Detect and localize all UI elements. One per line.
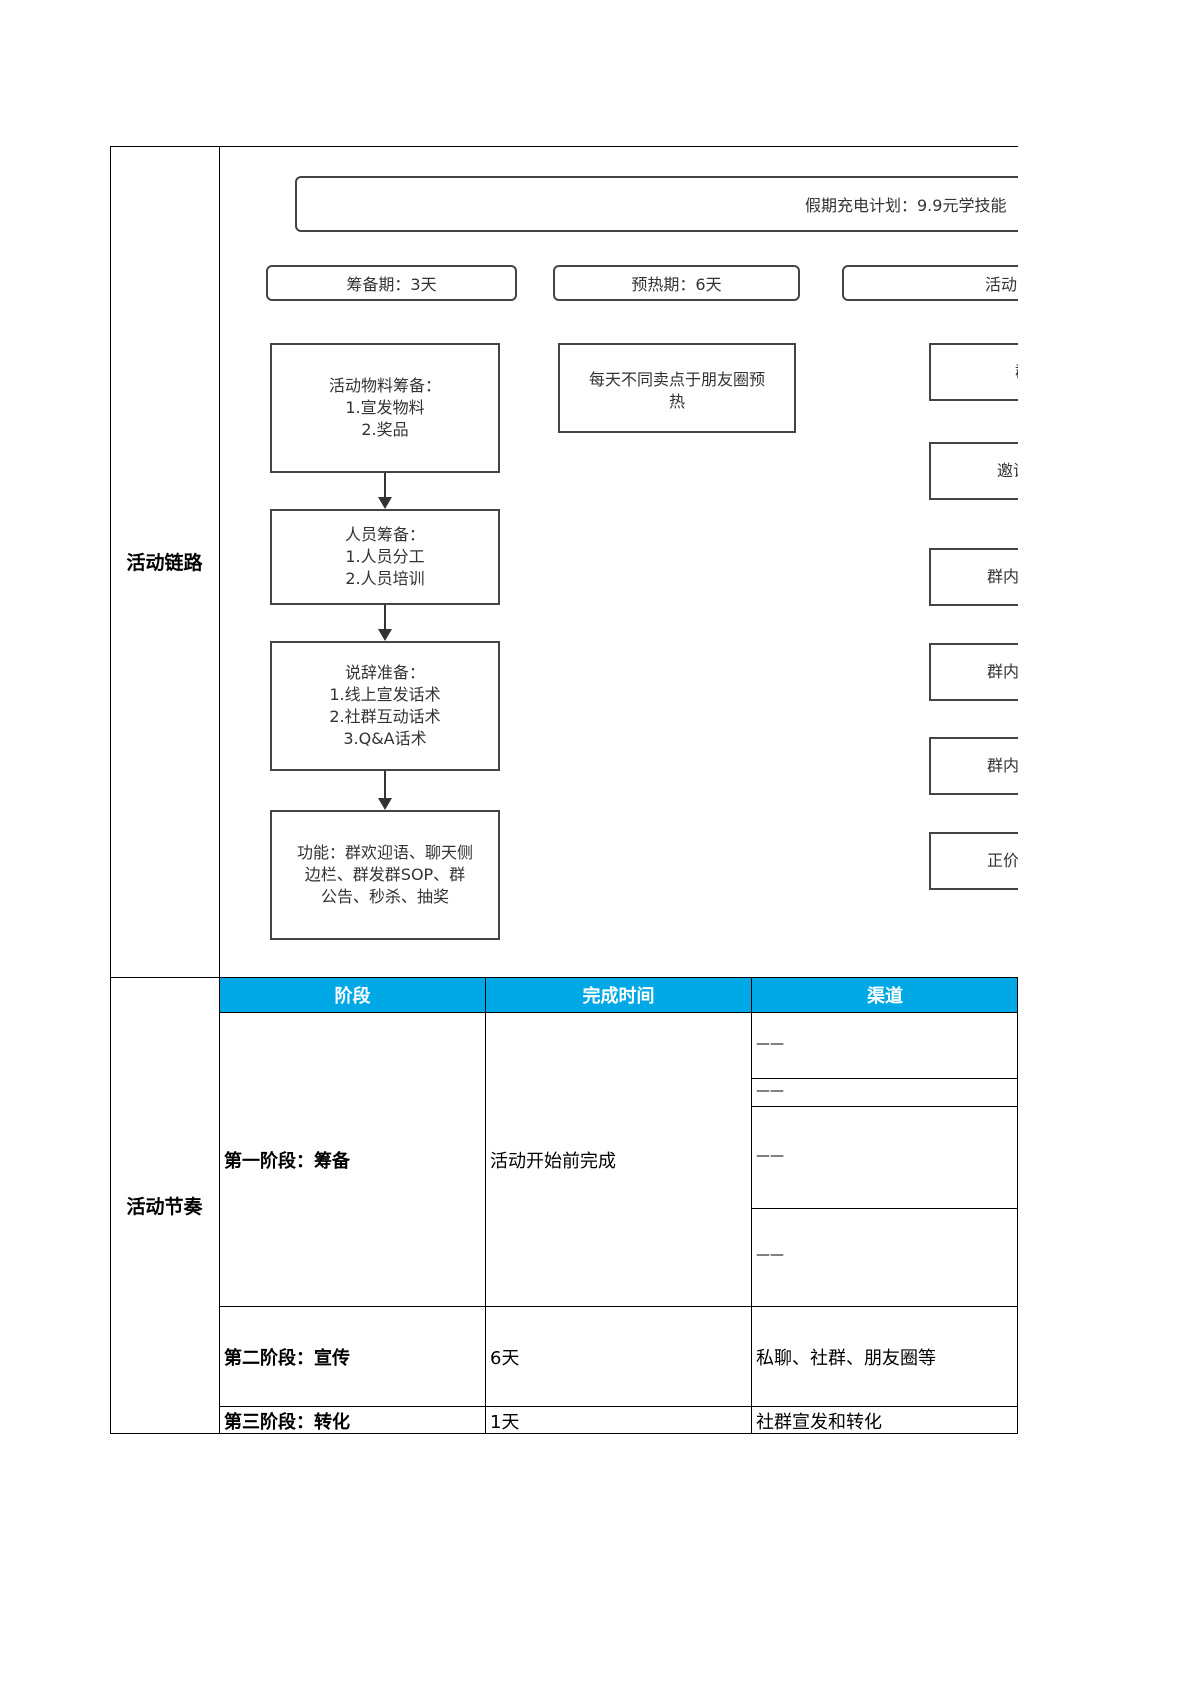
table-header-time: 完成时间 [486,978,751,1012]
table-header-channel: 渠道 [752,978,1018,1012]
table-cell-channel-placeholder: —— [756,1148,784,1164]
table-cell-channel: 私聊、社群、朋友圈等 [756,1347,936,1369]
section-label-chain: 活动链路 [126,552,203,574]
table-header-stage: 阶段 [220,978,485,1012]
table-cell-stage: 第二阶段：宣传 [224,1347,350,1369]
sheet-frame [110,146,1018,1434]
prep-step-features: 功能：群欢迎语、聊天侧 边栏、群发群SOP、群 公告、秒杀、抽奖 [270,810,500,940]
campaign-banner-text: 假期充电计划：9.9元学技能 [805,196,1007,215]
activity-step-5: 群内 [929,737,1018,795]
activity-step-2: 邀请 [929,442,1018,500]
table-rule [751,1208,1018,1209]
table-cell-channel-placeholder: —— [756,1083,784,1099]
prep-step-scripts: 说辞准备： 1.线上宣发话术 2.社群互动话术 3.Q&A话术 [270,641,500,771]
arrow-head [378,629,392,641]
phase-warmup: 预热期：6天 [553,265,800,301]
arrow-head [378,798,392,810]
table-rule [751,1078,1018,1079]
prep-step-staff: 人员筹备： 1.人员分工 2.人员培训 [270,509,500,605]
section-divider [110,977,1018,978]
label-column-divider [219,146,220,1434]
table-cell-channel-placeholder: —— [756,1036,784,1052]
table-cell-channel: 社群宣发和转化 [756,1411,882,1433]
table-col-rule [485,978,486,1434]
phase-activity-label: 活动 [985,275,1018,294]
phase-activity: 活动 [842,265,1018,301]
table-cell-channel-placeholder: —— [756,1247,784,1263]
table-rule [220,1306,1018,1307]
table-cell-time: 活动开始前完成 [490,1150,616,1172]
table-cell-time: 1天 [490,1411,520,1433]
arrow-line [384,473,386,501]
table-rule [220,1406,1018,1407]
table-right-rule [1017,978,1018,1434]
table-rule [220,1012,1018,1013]
table-cell-stage: 第三阶段：转化 [224,1411,350,1433]
table-cell-time: 6天 [490,1347,520,1369]
activity-step-6-text: 正价 [987,851,1018,870]
section-label-rhythm: 活动节奏 [126,1196,203,1218]
arrow-line [384,605,386,633]
flow-chart: 假期充电计划：9.9元学技能 筹备期：3天 预热期：6天 活动 活动物料筹备： … [220,147,1018,977]
activity-step-3: 群内 [929,548,1018,606]
activity-step-1: 群 [929,343,1018,401]
activity-step-4: 群内 [929,643,1018,701]
prep-step-materials: 活动物料筹备： 1.宣发物料 2.奖品 [270,343,500,473]
activity-step-4-text: 群内 [987,662,1018,681]
table-cell-stage: 第一阶段：筹备 [224,1150,350,1172]
table-col-rule [751,978,752,1434]
warmup-step: 每天不同卖点于朋友圈预 热 [558,343,796,433]
activity-step-2-text: 邀请 [997,461,1018,480]
activity-step-1-text: 群 [1015,361,1018,383]
activity-step-6: 正价 [929,832,1018,890]
phase-prep: 筹备期：3天 [266,265,517,301]
campaign-banner: 假期充电计划：9.9元学技能 [295,176,1018,232]
table-rule [751,1106,1018,1107]
activity-step-5-text: 群内 [987,756,1018,775]
activity-step-3-text: 群内 [987,567,1018,586]
arrow-head [378,497,392,509]
arrow-line [384,771,386,802]
